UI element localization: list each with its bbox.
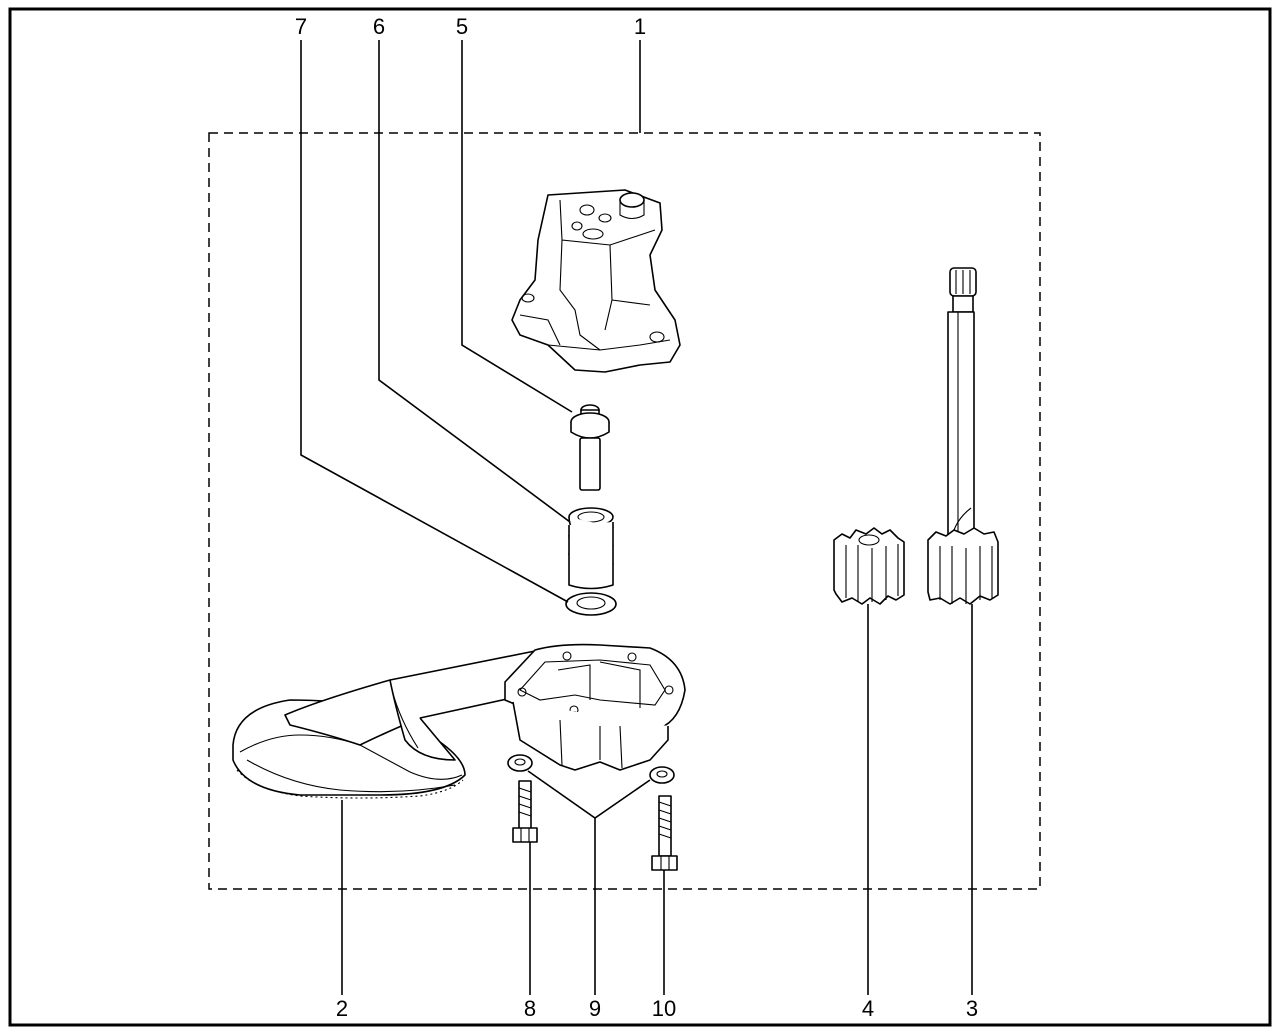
callout-5: 5 [456, 14, 468, 39]
callout-10: 10 [652, 996, 676, 1021]
leader-5 [461, 40, 573, 413]
leader-6 [378, 40, 571, 523]
callout-1: 1 [634, 14, 646, 39]
callout-6: 6 [373, 14, 385, 39]
relief-valve-plunger [570, 404, 610, 491]
callout-8: 8 [524, 996, 536, 1021]
drive-shaft-gear [927, 267, 999, 605]
callout-3: 3 [966, 996, 978, 1021]
bolt-right [651, 795, 678, 871]
leader-7 [300, 40, 569, 603]
leader-9 [527, 770, 651, 995]
leader-lines [300, 40, 973, 995]
outer-frame [8, 7, 1272, 1027]
callout-2: 2 [336, 996, 348, 1021]
driven-gear [833, 527, 905, 605]
bolt-left [512, 780, 538, 843]
callout-7: 7 [295, 14, 307, 39]
washer [565, 592, 617, 616]
callout-9: 9 [589, 996, 601, 1021]
relief-valve-spring [568, 507, 614, 590]
bolt-washers [507, 754, 675, 784]
assembly-boundary [208, 132, 1041, 890]
oil-pickup-strainer [232, 643, 686, 799]
pump-cover [511, 189, 681, 373]
callout-4: 4 [862, 996, 874, 1021]
